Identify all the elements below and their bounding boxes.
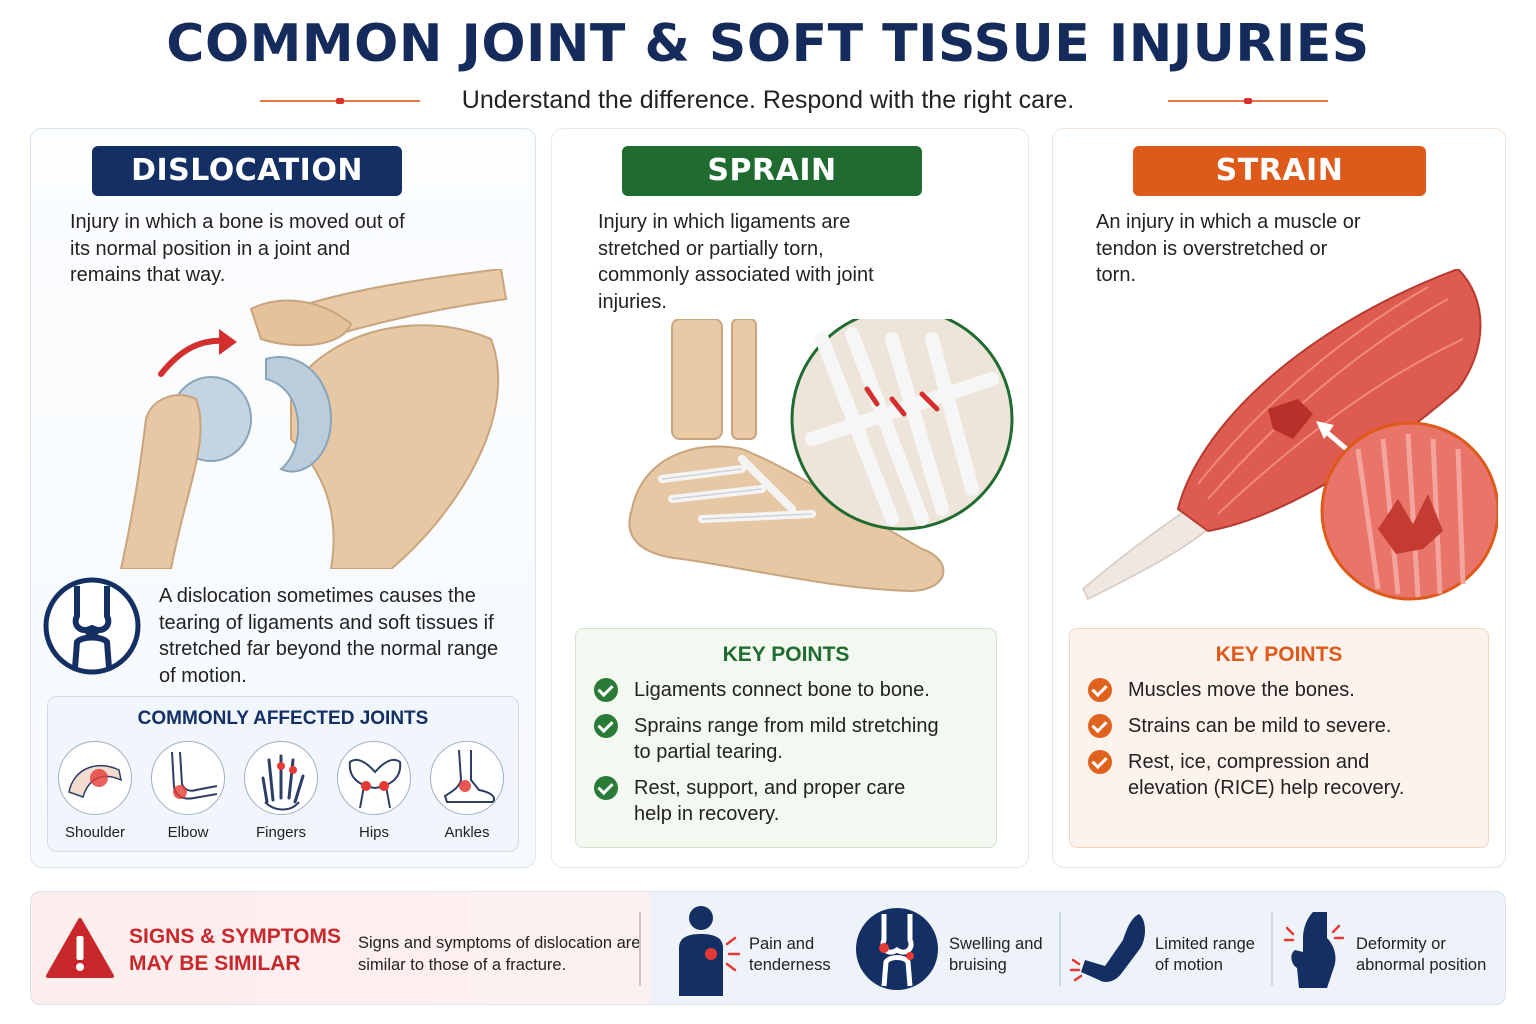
key-points-title: KEY POINTS xyxy=(1215,643,1343,666)
joint-label: Elbow xyxy=(167,824,209,841)
shoulder-icon xyxy=(58,741,132,815)
key-point-text: Muscles move the bones. xyxy=(1128,679,1355,701)
pain-icon xyxy=(679,906,741,996)
key-point-text: Rest, ice, compression and elevation (RI… xyxy=(1128,751,1405,799)
decorative-rule-left xyxy=(260,98,420,104)
joint-label: Ankles xyxy=(444,824,490,841)
symptom-deformity: Deformity or abnormal position xyxy=(1356,935,1487,974)
hand-icon xyxy=(244,741,318,815)
pelvis-icon xyxy=(337,741,411,815)
joint-fingers: Fingers xyxy=(243,741,319,841)
joint-label: Fingers xyxy=(255,824,307,841)
joint-hips: Hips xyxy=(336,741,412,841)
symptom-limited-motion: Limited range of motion xyxy=(1155,935,1255,974)
joint-label: Shoulder xyxy=(64,824,126,841)
symptoms-title: SIGNS & SYMPTOMS MAY BE SIMILAR xyxy=(129,925,341,975)
dislocation-description: Injury in which a bone is moved out of i… xyxy=(70,211,405,286)
key-point-text: Strains can be mild to severe. xyxy=(1128,715,1392,737)
check-icon xyxy=(594,678,618,702)
key-point-text: Rest, support, and proper care help in r… xyxy=(634,777,906,825)
muscle-strain-illustration xyxy=(1082,269,1498,601)
divider xyxy=(1271,912,1273,986)
sprain-panel: SPRAIN Injury in which ligaments are str… xyxy=(551,128,1029,868)
page-title: COMMON JOINT & SOFT TISSUE INJURIES xyxy=(166,14,1370,74)
key-point: Sprains range from mild stretching to pa… xyxy=(594,713,978,765)
symptom-swelling: Swelling and bruising xyxy=(949,935,1043,974)
strain-description: An injury in which a muscle or tendon is… xyxy=(1096,211,1361,286)
joint-label: Hips xyxy=(358,824,389,841)
warning-icon xyxy=(46,918,114,978)
joint-ankles: Ankles xyxy=(429,741,505,841)
shoulder-dislocation-illustration xyxy=(119,269,508,569)
commonly-affected-joints: COMMONLY AFFECTED JOINTS Shoulder Elbow … xyxy=(47,696,519,852)
key-point: Ligaments connect bone to bone. xyxy=(594,677,978,703)
strain-label: STRAIN xyxy=(1133,146,1426,196)
key-point: Rest, ice, compression and elevation (RI… xyxy=(1088,749,1470,801)
check-icon xyxy=(1088,678,1112,702)
dislocation-note: A dislocation sometimes causes the teari… xyxy=(159,585,499,687)
key-point-text: Sprains range from mild stretching to pa… xyxy=(634,715,939,763)
check-icon xyxy=(1088,714,1112,738)
dislocation-label: DISLOCATION xyxy=(92,146,402,196)
dislocation-panel: DISLOCATION Injury in which a bone is mo… xyxy=(30,128,536,868)
key-point: Muscles move the bones. xyxy=(1088,677,1470,703)
joint-elbow: Elbow xyxy=(150,741,226,841)
divider xyxy=(639,912,641,986)
ankle-sprain-illustration xyxy=(628,319,1014,593)
sprain-label: SPRAIN xyxy=(622,146,922,196)
knee-joint-icon xyxy=(43,577,141,675)
sprain-description: Injury in which ligaments are stretched … xyxy=(598,211,874,313)
symptom-pain: Pain and tenderness xyxy=(749,935,831,974)
sprain-key-points: KEY POINTS Ligaments connect bone to bon… xyxy=(575,628,997,848)
key-point: Rest, support, and proper care help in r… xyxy=(594,775,978,827)
divider xyxy=(1059,912,1061,986)
check-icon xyxy=(1088,750,1112,774)
joint-shoulder: Shoulder xyxy=(57,741,133,841)
subtitle-row: Understand the difference. Respond with … xyxy=(0,86,1536,118)
decorative-rule-right xyxy=(1168,98,1328,104)
key-point-text: Ligaments connect bone to bone. xyxy=(634,679,930,701)
ankle-icon xyxy=(430,741,504,815)
strain-panel: STRAIN An injury in which a muscle or te… xyxy=(1052,128,1506,868)
key-point: Strains can be mild to severe. xyxy=(1088,713,1470,739)
key-points-title: KEY POINTS xyxy=(722,643,850,666)
elbow-icon xyxy=(151,741,225,815)
strain-key-points: KEY POINTS Muscles move the bones. Strai… xyxy=(1069,628,1489,848)
symptoms-text: Signs and symptoms of dislocation are si… xyxy=(358,934,641,974)
check-icon xyxy=(594,776,618,800)
swelling-icon xyxy=(856,908,938,990)
joints-title: COMMONLY AFFECTED JOINTS xyxy=(137,708,429,729)
limited-motion-icon xyxy=(1069,914,1145,982)
signs-symptoms-bar: SIGNS & SYMPTOMS MAY BE SIMILAR Signs an… xyxy=(30,891,1506,1005)
deformity-icon xyxy=(1283,912,1345,988)
page-subtitle: Understand the difference. Respond with … xyxy=(461,86,1075,114)
check-icon xyxy=(594,714,618,738)
